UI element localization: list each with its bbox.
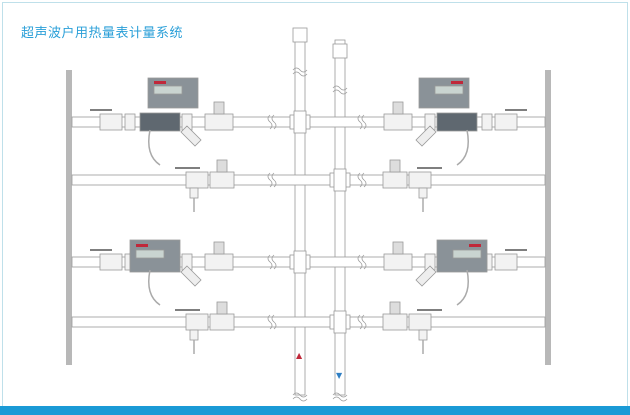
cross-body-v	[293, 250, 307, 274]
y-strainer	[180, 265, 202, 287]
valve-port	[189, 187, 199, 199]
valve-port	[418, 329, 428, 341]
riser-cap-left	[292, 27, 308, 43]
cross-fitting	[289, 110, 311, 134]
pipe-break	[332, 392, 348, 402]
supply-riser	[294, 39, 306, 396]
sensor-tee	[382, 313, 408, 331]
riser-cap-right	[332, 43, 348, 59]
pipe-break	[332, 85, 348, 95]
ball-valve	[494, 113, 518, 131]
temperature-sensor	[213, 241, 225, 255]
ball-valve	[99, 113, 123, 131]
temperature-sensor	[392, 101, 404, 115]
return-riser	[334, 39, 346, 396]
sensor-tee	[204, 113, 234, 131]
sensor-cable	[148, 129, 161, 166]
cross-body-v	[333, 310, 347, 334]
sensor-tee	[209, 171, 235, 189]
sensor-tee	[382, 171, 408, 189]
pipe-break	[292, 67, 308, 77]
cross-fitting	[289, 250, 311, 274]
temperature-sensor	[389, 301, 401, 315]
sensor-cable	[456, 129, 469, 166]
return-valve-assembly	[175, 301, 235, 354]
pipe-break	[267, 114, 277, 130]
frame-border	[2, 2, 628, 407]
temperature-sensor	[213, 101, 225, 115]
wall-left	[66, 70, 72, 365]
horizontal-pipe	[71, 316, 546, 328]
sensor-cable	[456, 269, 469, 306]
return-valve	[185, 171, 209, 189]
return-valve-assembly	[175, 159, 235, 212]
return-valve-assembly	[382, 301, 442, 354]
bottom-bar	[0, 406, 630, 415]
pipe-break	[267, 314, 277, 330]
union	[481, 113, 493, 131]
y-strainer	[415, 125, 437, 147]
pipe-break	[357, 254, 367, 270]
valve-port	[418, 187, 428, 199]
heat-meter-assembly	[90, 77, 234, 166]
meter-lcd	[452, 249, 482, 259]
temperature-sensor	[216, 301, 228, 315]
sensor-tee	[383, 253, 413, 271]
meter-brand-mark	[451, 81, 463, 84]
return-valve	[185, 313, 209, 331]
y-strainer	[415, 265, 437, 287]
return-valve-assembly	[382, 159, 442, 212]
valve-port	[189, 329, 199, 341]
temperature-sensor	[392, 241, 404, 255]
pipe-break	[357, 114, 367, 130]
sensor-tee	[209, 313, 235, 331]
cross-fitting	[329, 168, 351, 192]
temperature-sensor	[216, 159, 228, 173]
heat-meter-assembly	[90, 239, 234, 306]
meter-lcd	[434, 85, 464, 95]
cross-fitting	[329, 310, 351, 334]
pipe-break	[357, 314, 367, 330]
cross-body-v	[333, 168, 347, 192]
heat-meter-assembly	[383, 239, 527, 306]
meter-lcd	[153, 85, 183, 95]
arrow-up-icon: ▲	[296, 351, 303, 360]
return-valve	[408, 171, 432, 189]
wall-right	[545, 70, 551, 365]
sensor-tee	[204, 253, 234, 271]
meter-flow-body	[436, 112, 478, 132]
meter-lcd	[135, 249, 165, 259]
meter-brand-mark	[136, 244, 148, 247]
return-valve	[408, 313, 432, 331]
union	[124, 113, 136, 131]
pipe-break	[357, 172, 367, 188]
meter-brand-mark	[469, 244, 481, 247]
arrow-down-icon: ▼	[336, 371, 343, 380]
horizontal-pipe	[71, 174, 546, 186]
pipe-break	[267, 172, 277, 188]
cross-body-v	[293, 110, 307, 134]
ball-valve	[99, 253, 123, 271]
diagram-title: 超声波户用热量表计量系统	[21, 26, 184, 41]
ball-valve	[494, 253, 518, 271]
pipe-break	[292, 392, 308, 402]
meter-flow-body	[139, 112, 181, 132]
heat-meter-assembly	[383, 77, 527, 166]
y-strainer	[180, 125, 202, 147]
meter-brand-mark	[154, 81, 166, 84]
temperature-sensor	[389, 159, 401, 173]
pipe-break	[267, 254, 277, 270]
sensor-tee	[383, 113, 413, 131]
sensor-cable	[148, 269, 161, 306]
